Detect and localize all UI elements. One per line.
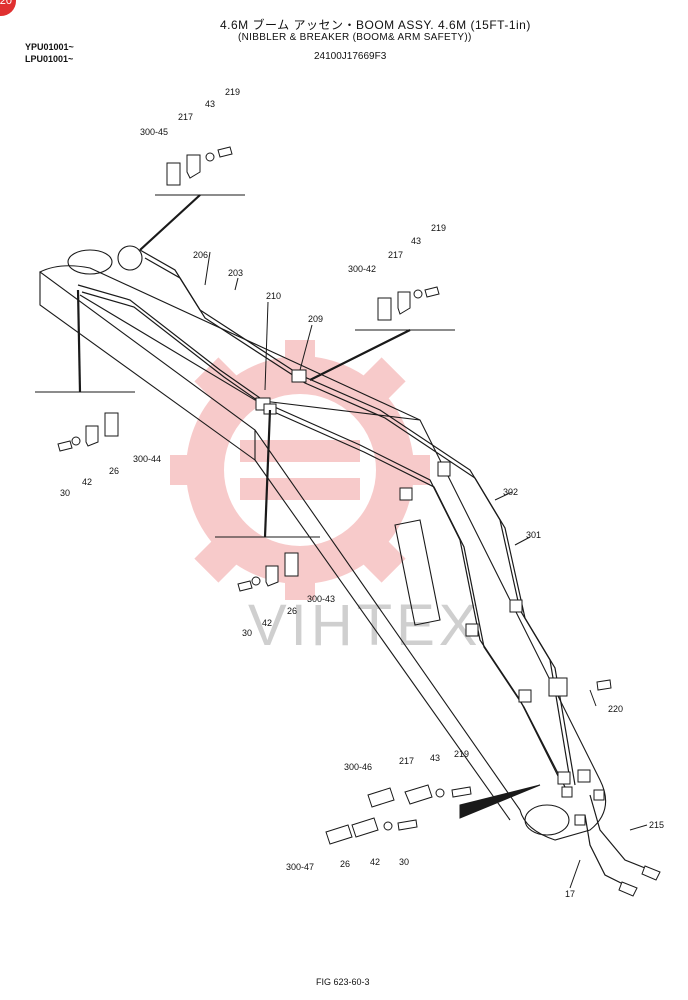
label-43: 43 (411, 236, 421, 246)
callout-lines (35, 194, 648, 889)
part-group-300-42 (377, 286, 440, 321)
label-43: 43 (430, 753, 440, 763)
watermark-gear-icon (170, 340, 430, 600)
label-217: 217 (178, 112, 193, 122)
label-210: 210 (266, 291, 281, 301)
label-219: 219 (431, 223, 446, 233)
label-30: 30 (399, 857, 409, 867)
label-43: 43 (205, 99, 215, 109)
label-26: 26 (109, 466, 119, 476)
label-17: 17 (565, 889, 575, 899)
figure-number: FIG 623-60-3 (316, 977, 370, 987)
label-220: 220 (608, 704, 623, 714)
part-group-300-45 (166, 146, 233, 186)
label-302: 302 (503, 487, 518, 497)
label-30: 30 (60, 488, 70, 498)
part-group-300-43 (237, 552, 299, 592)
label-301: 301 (526, 530, 541, 540)
hydraulic-lines (77, 249, 651, 886)
label-42: 42 (370, 857, 380, 867)
label-219: 219 (454, 749, 469, 759)
part-220-bolt (596, 679, 612, 691)
title-english: (NIBBLER & BREAKER (BOOM& ARM SAFETY)) (238, 32, 472, 43)
serial-range-lpu: LPU01001~ (25, 54, 74, 64)
label-217: 217 (399, 756, 414, 766)
hose-clamps (255, 369, 605, 826)
label-217: 217 (388, 250, 403, 260)
part-group-300-44 (57, 412, 119, 452)
watermark-text: VIHTEX (248, 593, 482, 658)
label-219: 219 (225, 87, 240, 97)
label-206: 206 (193, 250, 208, 260)
part-group-300-46 (367, 784, 472, 808)
label-300-42: 300-42 (348, 264, 376, 274)
part-number: 24100J17669F3 (314, 51, 387, 62)
label-209: 209 (308, 314, 323, 324)
label-203: 203 (228, 268, 243, 278)
label-42: 42 (262, 618, 272, 628)
title-japanese: 4.6M ブーム アッセン・BOOM ASSY. 4.6M (15FT-1in) (220, 18, 531, 32)
label-26: 26 (340, 859, 350, 869)
serial-range-ypu: YPU01001~ (25, 42, 74, 52)
label-300-44: 300-44 (133, 454, 161, 464)
label-300-47: 300-47 (286, 862, 314, 872)
label-300-45: 300-45 (140, 127, 168, 137)
label-300-43: 300-43 (307, 594, 335, 604)
label-26: 26 (287, 606, 297, 616)
label-42: 42 (82, 477, 92, 487)
label-300-46: 300-46 (344, 762, 372, 772)
label-215: 215 (649, 820, 664, 830)
label-30: 30 (242, 628, 252, 638)
boom-body (38, 245, 607, 841)
part-group-300-47 (325, 817, 418, 845)
part-labels: 219 217 43 300-45 206 203 210 209 219 43… (60, 87, 664, 899)
hose-fittings (618, 865, 661, 897)
